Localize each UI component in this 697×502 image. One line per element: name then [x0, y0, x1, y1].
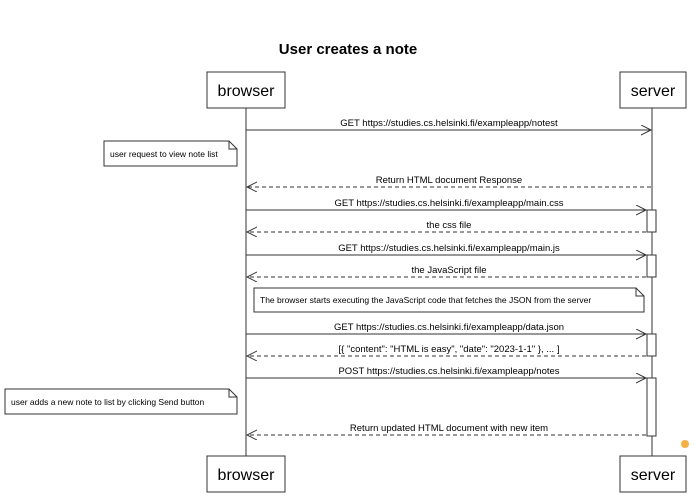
browser-participant-top-label: browser	[218, 83, 276, 100]
note-add-new-note	[4, 388, 238, 415]
server-activation-js	[646, 254, 657, 278]
note-browser-executes-js-fold	[635, 288, 644, 297]
message-label-post-notes: POST https://studies.cs.helsinki.fi/exam…	[338, 366, 559, 377]
message-label-get-css: GET https://studies.cs.helsinki.fi/examp…	[335, 198, 564, 209]
message-label-json-data: [{ "content": "HTML is easy", "date": "2…	[339, 344, 560, 355]
decorative-dot	[681, 440, 689, 448]
note-add-new-note-text: user adds a new note to list by clicking…	[11, 397, 205, 407]
server-participant-bottom-label: server	[631, 467, 676, 484]
browser-participant-bottom	[206, 455, 286, 493]
server-participant-bottom	[619, 455, 687, 493]
message-label-get-json: GET https://studies.cs.helsinki.fi/examp…	[334, 322, 564, 333]
diagram-title: User creates a note	[279, 41, 417, 58]
server-participant-top-label: server	[631, 83, 676, 100]
note-browser-executes-js	[253, 287, 645, 313]
browser-participant-top	[206, 71, 286, 109]
browser-participant-bottom-label: browser	[218, 467, 276, 484]
message-label-return-updated: Return updated HTML document with new it…	[350, 423, 548, 434]
note-browser-executes-js-text: The browser starts executing the JavaScr…	[260, 295, 591, 305]
server-activation-json	[646, 333, 657, 357]
server-activation-css	[646, 209, 657, 233]
message-label-return-html: Return HTML document Response	[376, 175, 522, 186]
message-label-get-notest: GET https://studies.cs.helsinki.fi/examp…	[340, 118, 558, 129]
server-participant-top	[619, 71, 687, 109]
server-activation-post	[646, 377, 657, 437]
note-view-list-text: user request to view note list	[110, 149, 218, 159]
message-label-css-file: the css file	[427, 220, 472, 231]
message-label-js-file: the JavaScript file	[412, 265, 487, 276]
note-add-new-note-fold	[228, 389, 237, 398]
note-view-list	[103, 140, 238, 167]
message-label-get-js: GET https://studies.cs.helsinki.fi/examp…	[338, 243, 560, 254]
note-view-list-fold	[228, 141, 237, 150]
